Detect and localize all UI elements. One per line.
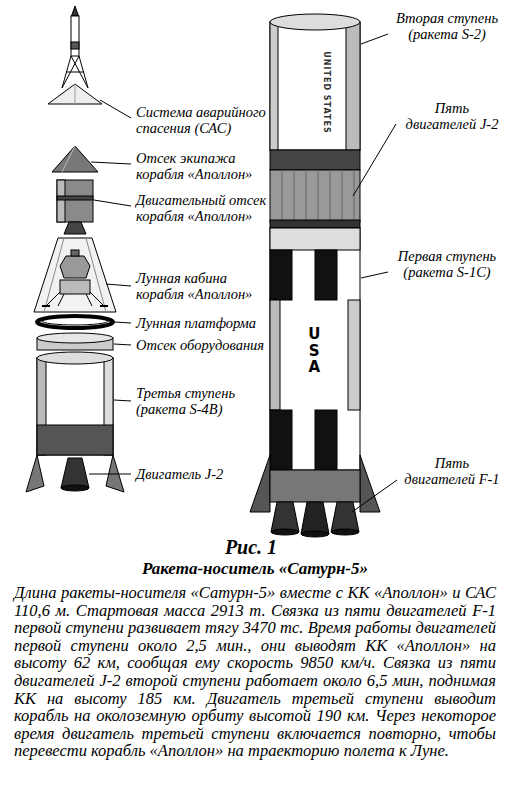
first-stage xyxy=(360,455,380,512)
lunar-module-adapter xyxy=(42,305,108,307)
stage-marking: USA xyxy=(306,326,323,376)
lunar-module-adapter xyxy=(34,238,116,312)
command-module xyxy=(62,146,75,172)
second-stage xyxy=(282,170,354,222)
launch-escape-system xyxy=(48,6,102,104)
third-stage xyxy=(37,425,113,455)
lunar-platform-ring xyxy=(37,316,113,328)
third-stage xyxy=(26,352,124,492)
second-stage xyxy=(270,22,360,150)
service-module xyxy=(57,180,93,234)
leader-line xyxy=(91,162,131,164)
launch-escape-system xyxy=(72,6,79,16)
leader-line xyxy=(114,400,131,401)
callout-label: Двигатель J-2 xyxy=(136,466,268,482)
second-stage xyxy=(270,220,360,228)
first-stage xyxy=(270,410,292,470)
second-stage xyxy=(270,170,360,222)
service-module xyxy=(57,180,65,222)
second-stage xyxy=(270,14,360,30)
service-module xyxy=(57,196,93,200)
callout-label: Пять двигателей J-2 xyxy=(402,100,502,132)
instrument-unit xyxy=(37,333,113,350)
command-module xyxy=(52,146,98,172)
leader-line xyxy=(353,124,396,196)
leader-line xyxy=(106,284,131,286)
lunar-module-adapter xyxy=(34,238,116,312)
service-module xyxy=(64,222,86,234)
callout-label: Вторая ступень (ракета S-2) xyxy=(393,10,501,42)
first-stage xyxy=(270,228,360,470)
callout-label: Пять двигателей F-1 xyxy=(402,455,502,487)
leader-line xyxy=(94,200,131,206)
first-stage xyxy=(250,455,270,512)
first-stage xyxy=(250,228,380,537)
third-stage xyxy=(61,485,89,491)
leader-line xyxy=(361,34,388,44)
first-stage xyxy=(270,250,292,300)
leader-line xyxy=(352,480,397,512)
launch-escape-system xyxy=(71,42,79,49)
stage-marking: UNITED STATES xyxy=(322,51,331,133)
leader-line xyxy=(114,344,131,345)
leader-line xyxy=(114,322,131,323)
third-stage xyxy=(37,358,113,455)
first-stage xyxy=(348,300,360,410)
callout-label: Лунная платформа xyxy=(136,315,268,331)
callout-label: Система аварийного спасения (САС) xyxy=(136,104,268,136)
lunar-module-adapter xyxy=(60,256,90,278)
lunar-platform-ring xyxy=(37,316,113,328)
figure-title: Ракета-носитель «Сатурн-5» xyxy=(0,559,510,579)
first-stage xyxy=(271,502,299,532)
callout-label: Третья ступень (ракета S-4B) xyxy=(136,385,268,417)
first-stage xyxy=(301,502,329,534)
lunar-module-adapter xyxy=(60,280,90,294)
first-stage xyxy=(315,410,337,470)
first-stage xyxy=(270,228,360,250)
leader-line xyxy=(89,34,397,512)
first-stage xyxy=(301,531,329,537)
leader-line xyxy=(361,272,388,278)
third-stage xyxy=(61,458,89,488)
callout-label: Отсек экипажа корабля «Аполлон» xyxy=(136,150,268,182)
figure-number: Рис. 1 xyxy=(0,536,506,558)
second-stage xyxy=(270,14,360,228)
command-module xyxy=(52,146,98,172)
first-stage xyxy=(271,529,299,535)
first-stage xyxy=(331,529,359,535)
third-stage xyxy=(37,352,113,364)
callout-label: Первая ступень (ракета S-1C) xyxy=(393,248,501,280)
lunar-module-adapter xyxy=(71,250,79,256)
lunar-platform-ring xyxy=(42,317,108,325)
first-stage xyxy=(315,250,337,300)
leader-line xyxy=(89,474,131,475)
service-module xyxy=(57,180,93,222)
instrument-unit xyxy=(37,333,113,343)
first-stage xyxy=(331,502,359,532)
figure-caption: Длина ракеты-носителя «Сатурн-5» вместе … xyxy=(14,584,496,760)
second-stage xyxy=(270,22,278,150)
lunar-module-adapter xyxy=(44,238,106,312)
launch-escape-system xyxy=(75,84,76,104)
launch-escape-system xyxy=(71,16,79,56)
launch-escape-system xyxy=(62,56,88,88)
lunar-module-adapter xyxy=(46,292,104,306)
third-stage xyxy=(26,455,44,492)
callout-label: Отсек оборудования xyxy=(136,337,268,353)
first-stage xyxy=(270,470,360,502)
leader-line xyxy=(100,100,131,118)
launch-escape-system xyxy=(48,84,102,104)
second-stage xyxy=(346,22,360,150)
callout-label: Двигательный отсек корабля «Аполлон» xyxy=(136,192,268,224)
second-stage xyxy=(270,150,360,170)
first-stage xyxy=(270,300,280,410)
callout-label: Лунная кабина корабля «Аполлон» xyxy=(136,270,268,302)
